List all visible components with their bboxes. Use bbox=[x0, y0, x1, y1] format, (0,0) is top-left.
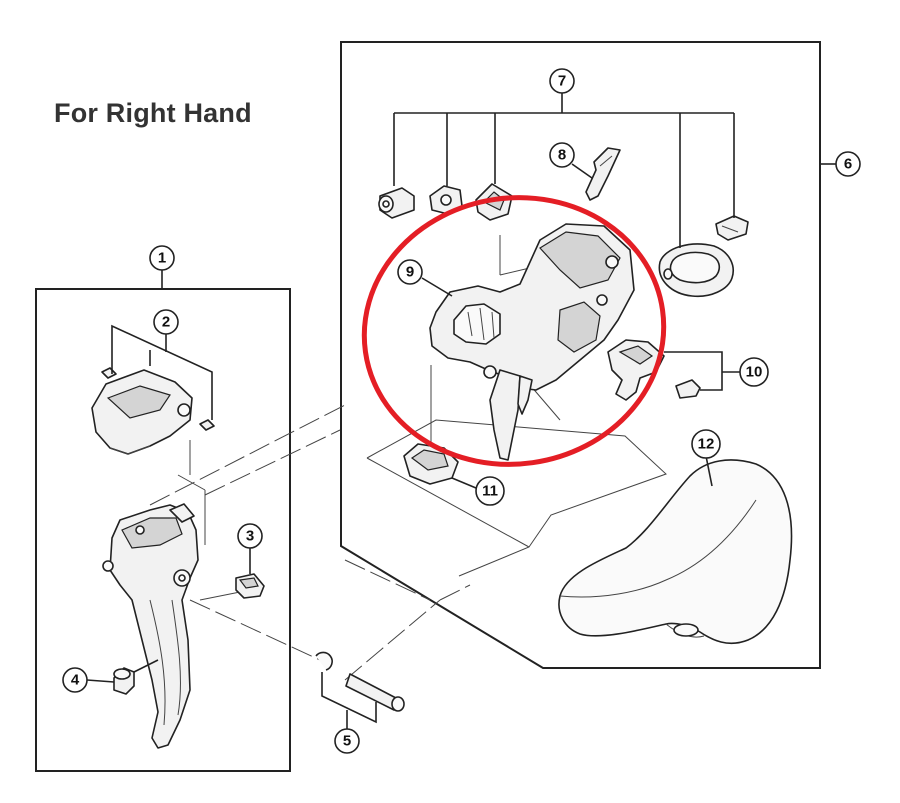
diagram-title: For Right Hand bbox=[54, 98, 252, 128]
callout-11-label: 11 bbox=[482, 483, 498, 500]
callout-12: 12 bbox=[691, 429, 721, 459]
callout-6: 6 bbox=[835, 151, 861, 177]
part-9-main-lever bbox=[429, 223, 635, 461]
assembly-1-frame bbox=[35, 288, 291, 772]
callout-1: 1 bbox=[149, 245, 175, 271]
part-5-pin-and-ring bbox=[315, 651, 405, 712]
callout-10: 10 bbox=[739, 357, 769, 387]
callout-9-label: 9 bbox=[406, 264, 414, 281]
callout-8-label: 8 bbox=[558, 147, 566, 164]
callout-8: 8 bbox=[549, 142, 575, 168]
callout-9: 9 bbox=[397, 259, 423, 285]
part-1-lever-body bbox=[102, 503, 199, 749]
callout-11: 11 bbox=[475, 476, 505, 506]
callout-7-label: 7 bbox=[558, 73, 566, 90]
callout-3-label: 3 bbox=[246, 528, 254, 545]
assembly-6-frame bbox=[340, 41, 821, 669]
part-2-bracket-cover bbox=[91, 367, 215, 455]
callout-5-label: 5 bbox=[343, 733, 351, 750]
callout-3: 3 bbox=[237, 523, 263, 549]
part-12-hood bbox=[558, 459, 793, 645]
part-8-cable-guide bbox=[585, 147, 621, 201]
callout-5: 5 bbox=[334, 728, 360, 754]
callout-4-label: 4 bbox=[71, 672, 80, 689]
highlight-circle bbox=[361, 195, 667, 467]
leader-lines bbox=[86, 93, 836, 729]
callout-2: 2 bbox=[153, 309, 179, 335]
part-10-bracket bbox=[607, 339, 701, 401]
callout-10-label: 10 bbox=[746, 364, 763, 381]
part-3-clip bbox=[235, 573, 265, 599]
callout-2-label: 2 bbox=[162, 314, 170, 331]
part-11-pad bbox=[403, 443, 459, 485]
callout-7: 7 bbox=[549, 68, 575, 94]
part-4-knob bbox=[113, 667, 135, 695]
callout-4: 4 bbox=[62, 667, 88, 693]
callout-12-label: 12 bbox=[698, 436, 715, 453]
callout-6-label: 6 bbox=[844, 156, 852, 173]
callout-1-label: 1 bbox=[158, 250, 166, 267]
